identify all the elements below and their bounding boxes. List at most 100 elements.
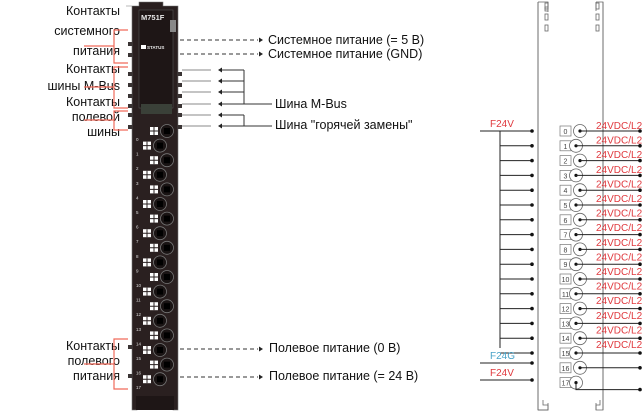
label-system-power-5v: Системное питание (= 5 В) [268,33,425,47]
text: системного [54,24,120,38]
wd-terminal-number: 1 [564,144,568,151]
label-mbus-contacts: Контакты шины M-Bus [48,63,121,93]
wd-terminal-3: 3 [500,168,642,183]
wd-terminal-number: 11 [562,292,569,299]
wd-terminal-number: 2 [564,159,568,166]
wd-terminal-number: 9 [564,262,568,269]
terminal-14: 14 [136,328,174,346]
wd-terminal-6: 6 [500,212,642,227]
arrow-head [218,123,222,129]
bus-pin-right [177,104,182,108]
channel-label: 24VDC/L2 [596,267,642,278]
wd-terminal-number: 12 [562,307,570,314]
module-latch [170,20,176,32]
terminal-13: 13 [136,313,167,332]
terminal-12: 12 [136,299,174,317]
terminal-number: 13 [136,327,142,332]
text: Контакты [66,339,120,353]
bus-pin-left [128,113,133,117]
terminal-9: 9 [136,255,167,273]
channel-label: 24VDC/L2 [596,340,642,351]
system-pin [128,42,133,46]
wd-terminal-17: 17 [480,375,642,392]
terminal-3: 3 [136,167,167,186]
field-pin [128,345,133,349]
wd-terminal-12: 12 [500,301,642,316]
terminal-number: 10 [136,283,142,288]
channel-label: 24VDC/L2 [596,150,642,161]
terminal-number: 15 [136,356,142,361]
arrow-head [259,51,263,57]
text: Контакты [66,95,120,109]
label-field-power-24v: Полевое питание (= 24 В) [269,369,419,383]
label-hot-swap: Шина "горячей замены" [275,118,413,132]
channel-label: 24VDC/L2 [596,165,642,176]
arrow-head [218,78,222,84]
wd-terminal-number: 0 [564,129,568,136]
bus-pin-left [128,83,133,87]
wd-terminal-number: 14 [562,336,570,343]
channel-label: 24VDC/L2 [596,252,642,263]
terminal-number: 4 [136,195,139,200]
wd-terminal-15: 15 [500,346,642,360]
label-field-power-0v: Полевое питание (0 В) [269,341,401,355]
channel-label: 24VDC/L2 [596,282,642,293]
terminal-number: 12 [136,312,142,317]
arrow-lines [180,37,272,380]
wd-terminal-number: 8 [564,247,568,254]
terminal-6: 6 [136,211,174,230]
wd-terminal-7: 7 [500,227,642,242]
text: шины M-Bus [47,79,121,93]
terminal-7: 7 [136,226,167,244]
terminal-number: 6 [136,225,139,230]
terminal-number: 8 [136,254,139,259]
wd-terminal-9: 9 [500,257,642,272]
status-label: STATUS [147,45,164,50]
wd-terminal-number: 16 [562,366,570,373]
terminal-15: 15 [136,343,167,361]
arrow-head [218,89,222,95]
channel-label: 24VDC/L2 [596,194,642,205]
bus-pin-left [128,125,133,129]
arrow-head [259,37,263,43]
terminal-number: 0 [136,137,139,142]
terminal-number: 1 [136,152,139,157]
supply-bus [480,130,501,348]
label-field-bus-contacts: Контакты полевой шины [66,96,120,139]
terminal-2: 2 [136,153,174,171]
channel-label: 24VDC/L2 [596,179,642,190]
bus-pin-left [128,104,133,108]
bus-pin-left [128,94,133,98]
bus-pin-right [177,83,182,87]
bus-pin-right [177,94,182,98]
wd-terminal-10: 10 [500,272,642,286]
terminal-5: 5 [136,197,167,215]
wd-terminal-2: 2 [500,153,642,168]
channel-label: 24VDC/L2 [596,311,642,322]
module-grip [141,104,172,114]
module-cover [138,9,174,109]
wd-terminal-4: 4 [500,183,642,198]
bus-pin-right [177,125,182,129]
channel-label: 24VDC/L2 [596,238,642,249]
wd-terminal-number: 17 [562,381,570,388]
wd-terminal-number: 5 [564,203,568,210]
wd-terminal-16: 16 [480,360,642,375]
terminal-11: 11 [136,284,167,303]
channel-label: 24VDC/L2 [596,296,642,307]
terminal-number: 16 [136,371,142,376]
field-pin [128,374,133,378]
text: питания [73,44,120,58]
module-model: M751F [141,13,165,22]
terminal-number: 5 [136,210,139,215]
wd-terminal-14: 14 [500,331,642,346]
wd-terminal-number: 15 [562,351,570,358]
system-pin [128,53,133,57]
terminal-number: 9 [136,268,139,273]
supply-f24v-bottom: F24V [490,368,514,379]
terminal-0: 0 [136,124,174,142]
arrow-head [218,101,222,107]
